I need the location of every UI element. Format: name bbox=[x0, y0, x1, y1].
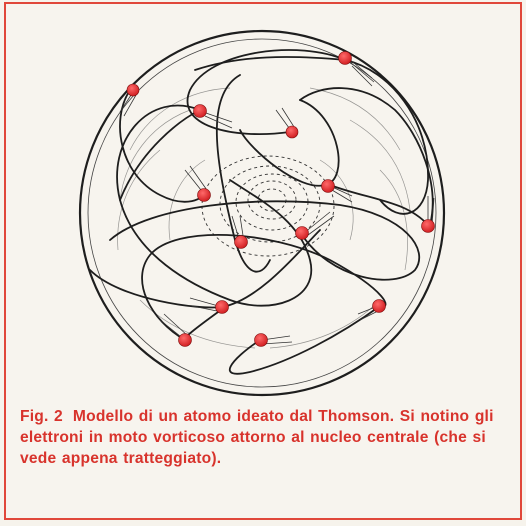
electron bbox=[235, 236, 248, 249]
electron bbox=[422, 220, 435, 233]
electron bbox=[322, 180, 335, 193]
electron bbox=[194, 105, 207, 118]
figure-label: Fig. 2 bbox=[20, 408, 63, 425]
electron bbox=[373, 300, 386, 313]
electron-orbits bbox=[90, 50, 433, 374]
electrons bbox=[127, 52, 435, 347]
thomson-atom-illustration bbox=[0, 0, 526, 400]
electron bbox=[216, 301, 229, 314]
internal-shading bbox=[118, 88, 410, 348]
figure-caption-text: Modello di un atomo ideato dal Thomson. … bbox=[20, 408, 494, 467]
electron bbox=[286, 126, 298, 138]
electron bbox=[198, 189, 211, 202]
electron bbox=[296, 227, 309, 240]
electron bbox=[255, 334, 268, 347]
electron bbox=[339, 52, 352, 65]
electron bbox=[179, 334, 192, 347]
electron bbox=[127, 84, 139, 96]
